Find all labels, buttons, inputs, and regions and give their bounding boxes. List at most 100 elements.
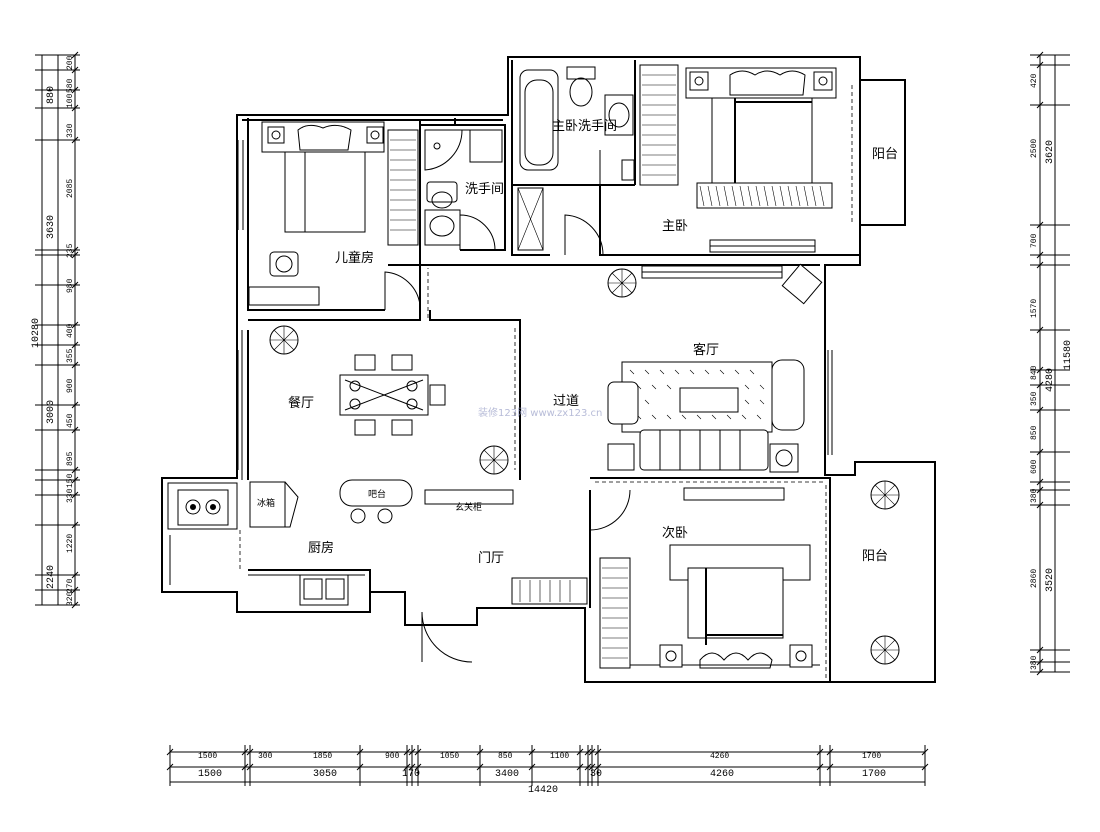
label-master-bath: 主卧洗手间 xyxy=(552,119,617,134)
bathroom-fixtures xyxy=(424,66,635,251)
dimension-label: 880 xyxy=(46,86,57,104)
dimension-tick xyxy=(1036,51,1044,59)
label-kids-room: 儿童房 xyxy=(335,250,374,266)
dimension-label: 380 xyxy=(1030,488,1039,503)
dimension-label: 100 xyxy=(66,93,75,108)
label-fridge: 冰箱 xyxy=(257,497,275,509)
dimension-tick xyxy=(71,401,79,409)
dimension-label: 580 xyxy=(66,78,75,93)
dimension-tick xyxy=(576,748,584,756)
dimension-label: 3400 xyxy=(495,769,519,780)
dimension-tick xyxy=(414,748,422,756)
dimension-label: 850 xyxy=(498,752,513,761)
left-dimensions: 2005801003302085235980400355900450895150… xyxy=(31,51,80,609)
dimension-label: 350 xyxy=(1030,391,1039,406)
dimension-tick xyxy=(584,763,592,771)
dimension-tick xyxy=(71,66,79,74)
dimension-label: 1570 xyxy=(1030,299,1039,318)
dimension-label: 4260 xyxy=(710,752,729,761)
label-balcony-top: 阳台 xyxy=(872,147,898,162)
dimension-label: 380 xyxy=(1030,655,1039,670)
dimension-tick xyxy=(1036,448,1044,456)
dimension-tick xyxy=(71,86,79,94)
dimension-tick xyxy=(1036,478,1044,486)
dimension-tick xyxy=(71,476,79,484)
dimension-tick xyxy=(403,748,411,756)
dimension-label: 1850 xyxy=(313,752,332,761)
dimension-label: 320 xyxy=(66,591,75,606)
dimension-label: 850 xyxy=(1030,425,1039,440)
dimension-tick xyxy=(71,361,79,369)
dimension-label: 30 xyxy=(590,769,602,780)
watermark: 装修123网 www.zx123.cn xyxy=(478,406,602,419)
dimension-tick xyxy=(408,748,416,756)
kids-bed xyxy=(261,121,419,277)
master-bedroom-furniture xyxy=(639,64,837,253)
dimension-tick xyxy=(71,321,79,329)
dimension-tick xyxy=(1036,326,1044,334)
dimension-tick xyxy=(71,571,79,579)
dimension-tick xyxy=(476,748,484,756)
dimension-label: 840 xyxy=(1030,365,1039,380)
dimension-label: 450 xyxy=(66,413,75,428)
dimension-label: 700 xyxy=(1030,233,1039,248)
doors xyxy=(384,150,631,663)
dimension-tick xyxy=(166,763,174,771)
dimension-tick xyxy=(246,748,254,756)
dimension-tick xyxy=(921,763,929,771)
dimension-tick xyxy=(71,521,79,529)
dimension-label: 1220 xyxy=(66,534,75,553)
dimension-label: 895 xyxy=(66,451,75,466)
dimension-tick xyxy=(528,748,536,756)
dimension-total: 14420 xyxy=(528,785,558,796)
dimension-tick xyxy=(1036,381,1044,389)
dimension-label: 900 xyxy=(66,378,75,393)
label-master-bedroom: 主卧 xyxy=(662,219,688,234)
dimension-tick xyxy=(1036,261,1044,269)
dimension-tick xyxy=(816,763,824,771)
dimension-tick xyxy=(921,748,929,756)
dimension-tick xyxy=(71,136,79,144)
dimension-tick xyxy=(594,748,602,756)
dimension-tick xyxy=(241,748,249,756)
dimension-tick xyxy=(1036,101,1044,109)
right-dimensions: 4202500700157084035085060038028603803620… xyxy=(1030,51,1074,676)
dimension-tick xyxy=(476,763,484,771)
dimension-label: 3000 xyxy=(46,400,57,424)
room-labels: 主卧洗手间 洗手间 主卧 阳台 儿童房 客厅 餐厅 过道 次卧 阳台 厨房 门厅… xyxy=(257,119,898,566)
label-bar: 吧台 xyxy=(368,488,386,500)
windows xyxy=(169,140,820,666)
dimension-tick xyxy=(1036,501,1044,509)
dimension-label: 4260 xyxy=(710,769,734,780)
dimension-tick xyxy=(1036,221,1044,229)
dimension-label: 200 xyxy=(66,55,75,70)
dining-furniture xyxy=(339,354,514,524)
dimension-tick xyxy=(826,763,834,771)
dimension-label: 300 xyxy=(258,752,273,761)
dimension-tick xyxy=(403,763,411,771)
dimension-label: 2500 xyxy=(1030,139,1039,158)
label-entrance: 门厅 xyxy=(478,551,504,566)
dimension-label: 330 xyxy=(66,488,75,503)
dimension-label: 3520 xyxy=(1045,568,1056,592)
dimension-tick xyxy=(1036,658,1044,666)
dimension-tick xyxy=(71,341,79,349)
dimension-tick xyxy=(356,748,364,756)
dimension-label: 3630 xyxy=(46,215,57,239)
dimension-tick xyxy=(356,763,364,771)
dimension-label: 4280 xyxy=(1045,368,1056,392)
dimension-tick xyxy=(71,281,79,289)
living-furniture xyxy=(607,263,823,473)
dimension-tick xyxy=(1036,486,1044,494)
dimension-tick xyxy=(1036,646,1044,654)
dimension-label: 420 xyxy=(1030,73,1039,88)
entrance-cabinet xyxy=(511,577,588,605)
balcony-top-structure xyxy=(851,79,906,226)
label-balcony-bottom: 阳台 xyxy=(862,549,888,564)
dimension-tick xyxy=(1036,406,1044,414)
exterior-walls xyxy=(161,56,936,683)
dimension-tick xyxy=(816,748,824,756)
dimension-tick xyxy=(166,748,174,756)
